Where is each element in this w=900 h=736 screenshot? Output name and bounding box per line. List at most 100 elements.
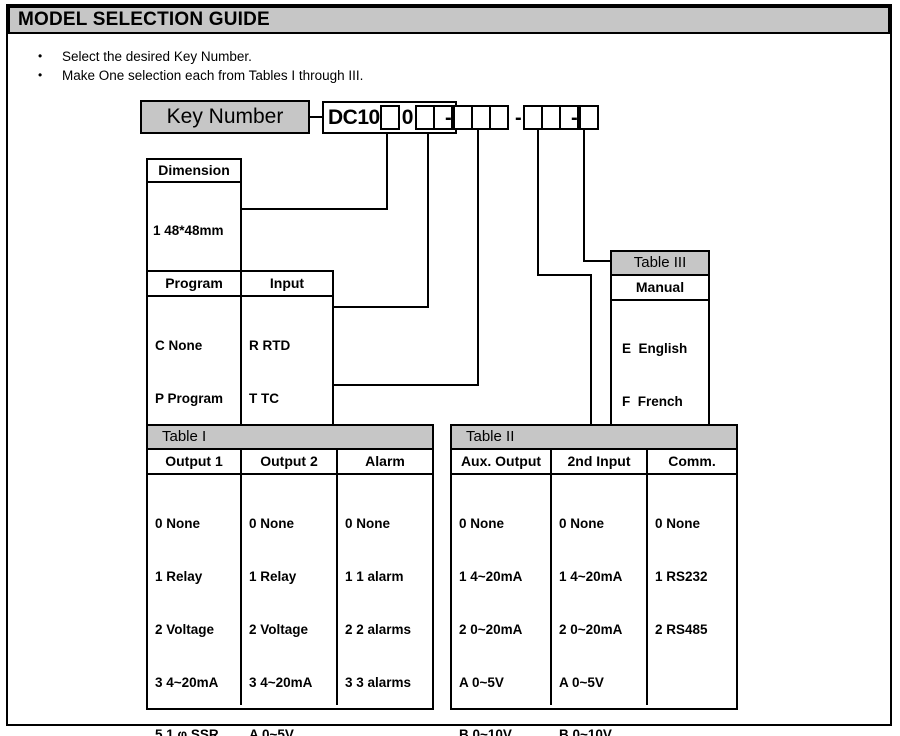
page-title-bar: MODEL SELECTION GUIDE [8, 6, 890, 34]
table-row: 2 0~20mA [459, 621, 523, 637]
input-column-header: Input [241, 272, 332, 297]
connector-table-one-horizontal [288, 384, 479, 386]
output2-column-header: Output 2 [242, 450, 336, 475]
program-column-header: Program [148, 272, 240, 297]
code-separator: - [571, 106, 578, 129]
page-title: MODEL SELECTION GUIDE [18, 9, 270, 30]
table-row: 0 None [655, 516, 701, 532]
table-row: 2 Voltage [155, 621, 215, 637]
comm-column-body: 0 None 1 RS232 2 RS485 [648, 475, 736, 705]
output1-column-body: 0 None 1 Relay 2 Voltage 3 4~20mA 5 1 φ … [148, 475, 240, 736]
code-box-aux-output[interactable] [522, 105, 543, 130]
table-three-title: Table III [612, 252, 708, 276]
table-row: A 0~5V [559, 674, 604, 690]
list-item: • Select the desired Key Number. [38, 48, 638, 67]
table-row: 5 1 φ SSR [155, 727, 219, 736]
table-row: 0 None [249, 516, 295, 532]
instruction-text: Select the desired Key Number. [62, 49, 252, 64]
table-row: 1 1 alarm [345, 568, 404, 584]
table-row: T TC [248, 390, 279, 406]
connector-input-horizontal [334, 306, 429, 308]
aux-output-column-header: Aux. Output [452, 450, 550, 475]
code-separator: - [515, 106, 522, 129]
table-row: 1 RS232 [655, 568, 708, 584]
alarm-column-header: Alarm [338, 450, 432, 475]
comm-column-header: Comm. [648, 450, 736, 475]
table-row: 2 0~20mA [559, 621, 623, 637]
code-box-program[interactable] [414, 105, 435, 130]
dimension-table-header: Dimension [148, 160, 240, 183]
key-number-label-box: Key Number [140, 100, 310, 134]
connector-dimension-vertical [386, 132, 388, 210]
code-box-manual[interactable] [578, 105, 599, 130]
table-row: B 0~10V [559, 727, 612, 736]
connector-keynumber-to-code [310, 116, 324, 118]
second-input-column: 2nd Input 0 None 1 4~20mA 2 0~20mA A 0~5… [550, 450, 646, 736]
table-row: P Program [155, 390, 224, 406]
table-two-title: Table II [452, 426, 736, 450]
key-number-label: Key Number [166, 105, 284, 128]
output2-column: Output 2 0 None 1 Relay 2 Voltage 3 4~20… [240, 450, 336, 736]
code-group-table-one: - [444, 105, 509, 130]
table-row: 1 4~20mA [559, 568, 623, 584]
connector-table-two-vertical-upper [537, 130, 539, 276]
table-two-columns: Aux. Output 0 None 1 4~20mA 2 0~20mA A 0… [452, 450, 736, 736]
table-row: E English [622, 341, 688, 356]
code-prefix-text: DC10 [328, 106, 380, 129]
table-row: 2 Voltage [249, 621, 309, 637]
table-row: C None [155, 338, 203, 354]
connector-table-two-horizontal [537, 274, 592, 276]
table-row: 0 None [559, 516, 605, 532]
connector-table-three-vertical [583, 130, 585, 262]
code-group-table-three: - [570, 105, 599, 130]
alarm-column-body: 0 None 1 1 alarm 2 2 alarms 3 3 alarms [338, 475, 432, 730]
output1-column: Output 1 0 None 1 Relay 2 Voltage 3 4~20… [148, 450, 240, 736]
table-row: 3 3 alarms [345, 674, 412, 690]
table-row: 1 4~20mA [459, 568, 523, 584]
table-row: 3 4~20mA [249, 674, 313, 690]
alarm-column: Alarm 0 None 1 1 alarm 2 2 alarms 3 3 al… [336, 450, 432, 705]
table-row: 3 4~20mA [155, 674, 219, 690]
output2-column-body: 0 None 1 Relay 2 Voltage 3 4~20mA A 0~5V… [242, 475, 336, 736]
code-box-alarm[interactable] [488, 105, 509, 130]
second-input-column-header: 2nd Input [552, 450, 646, 475]
table-row: 1 Relay [249, 568, 297, 584]
table-two: Table II Aux. Output 0 None 1 4~20mA 2 0… [450, 424, 738, 736]
instruction-text: Make One selection each from Tables I th… [62, 68, 364, 83]
code-box-output2[interactable] [470, 105, 491, 130]
aux-output-column-body: 0 None 1 4~20mA 2 0~20mA A 0~5V B 0~10V … [452, 475, 550, 736]
code-box-dimension[interactable] [379, 105, 400, 130]
bullet-icon: • [38, 68, 43, 82]
table-one: Table I Output 1 0 None 1 Relay 2 Voltag… [146, 424, 434, 736]
table-row: 2 RS485 [655, 621, 708, 637]
table-row: 1 Relay [155, 568, 203, 584]
program-column: Program C None P Program [148, 272, 240, 500]
code-box-2nd-input[interactable] [540, 105, 561, 130]
output1-column-header: Output 1 [148, 450, 240, 475]
code-box-comm[interactable] [558, 105, 579, 130]
connector-dimension-horizontal [242, 208, 388, 210]
code-prefix-group: DC10 0 [322, 101, 457, 134]
comm-column: Comm. 0 None 1 RS232 2 RS485 [646, 450, 736, 705]
code-box-output1[interactable] [452, 105, 473, 130]
code-separator: - [445, 106, 452, 129]
connector-input-vertical [427, 132, 429, 308]
list-item: • Make One selection each from Tables I … [38, 67, 638, 86]
code-box-input[interactable] [432, 105, 453, 130]
connector-table-three-horizontal [583, 260, 612, 262]
table-row: R RTD [248, 338, 291, 354]
table-one-columns: Output 1 0 None 1 Relay 2 Voltage 3 4~20… [148, 450, 432, 736]
page-border [6, 4, 892, 726]
instruction-list: • Select the desired Key Number. • Make … [38, 48, 638, 86]
table-three-subheader: Manual [612, 276, 708, 301]
code-group-table-two: - [514, 105, 579, 130]
bullet-icon: • [38, 49, 43, 63]
program-column-body: C None P Program [148, 297, 240, 500]
connector-table-one-vertical-upper [477, 130, 479, 386]
table-row: A 0~5V [249, 727, 294, 736]
table-row: B 0~10V [459, 727, 512, 736]
code-fixed-zero: 0 [401, 106, 414, 129]
second-input-column-body: 0 None 1 4~20mA 2 0~20mA A 0~5V B 0~10V … [552, 475, 646, 736]
table-row: 1 48*48mm [153, 223, 224, 238]
